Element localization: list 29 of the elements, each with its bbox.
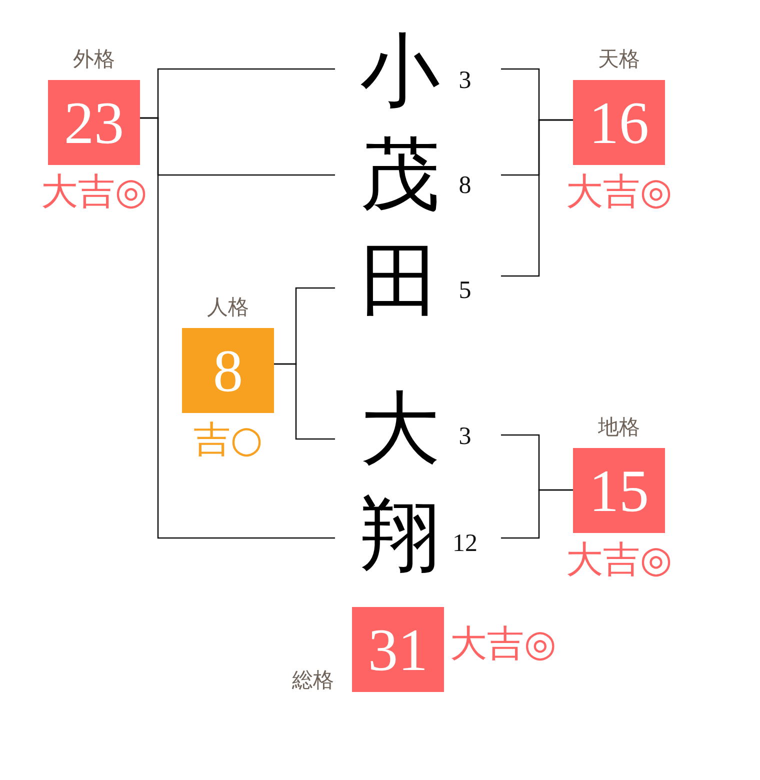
name-character: 翔 — [360, 494, 440, 578]
category-label: 総格 — [292, 668, 334, 692]
stroke-count: 3 — [458, 423, 472, 451]
score-number: 23 — [64, 92, 124, 152]
score-number: 8 — [213, 340, 243, 400]
fortune-verdict: 大吉◎ — [566, 541, 672, 580]
stroke-count: 3 — [458, 67, 472, 95]
bracket-connector — [274, 363, 335, 440]
bracket-connector — [140, 117, 335, 539]
name-character: 大 — [360, 388, 440, 472]
fortune-verdict: 大吉◎ — [566, 173, 672, 212]
bracket-connector — [501, 119, 573, 277]
stroke-count: 5 — [458, 277, 472, 305]
fortune-verdict: 大吉◎ — [40, 173, 148, 212]
score-number: 31 — [368, 620, 428, 680]
fortune-verdict: 吉○ — [193, 421, 263, 460]
category-label: 地格 — [598, 414, 640, 439]
category-label: 外格 — [73, 46, 115, 71]
score-number: 16 — [589, 92, 649, 152]
name-character: 田 — [360, 240, 440, 324]
name-character: 茂 — [360, 134, 440, 218]
stroke-count: 8 — [458, 172, 472, 200]
score-number: 15 — [589, 460, 649, 520]
name-character: 小 — [360, 30, 440, 114]
category-label: 天格 — [598, 46, 640, 71]
bracket-connector — [501, 489, 573, 539]
fortune-verdict: 大吉◎ — [450, 625, 556, 664]
stroke-count: 12 — [452, 530, 478, 558]
category-label: 人格 — [207, 294, 249, 319]
